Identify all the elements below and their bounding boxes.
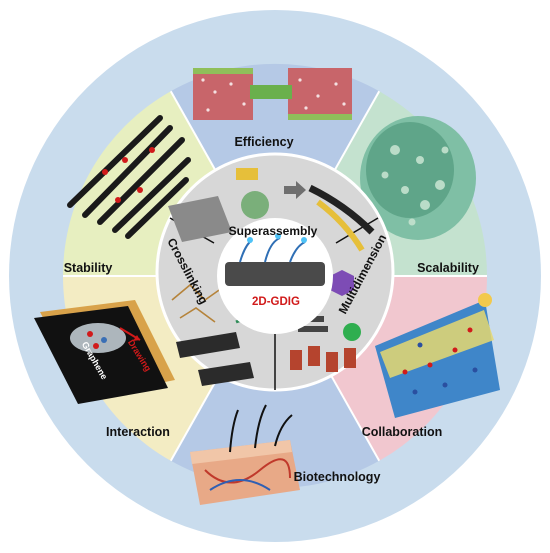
multidimension-illustration bbox=[290, 270, 361, 372]
collaboration-illustration bbox=[375, 293, 500, 418]
collaboration-label: Collaboration bbox=[362, 425, 443, 439]
interaction-label: Interaction bbox=[106, 425, 170, 439]
superassembly-illustration bbox=[168, 168, 375, 252]
stability-label: Stability bbox=[64, 261, 113, 275]
stability-illustration bbox=[67, 115, 191, 239]
biotechnology-label: Biotechnology bbox=[294, 470, 381, 484]
biotechnology-illustration bbox=[190, 404, 300, 505]
center-illustration bbox=[225, 233, 325, 286]
scalability-label: Scalability bbox=[417, 261, 479, 275]
interaction-illustration bbox=[34, 300, 175, 404]
superassembly-label: Superassembly bbox=[229, 224, 318, 238]
scalability-illustration bbox=[360, 116, 476, 240]
efficiency-label: Efficiency bbox=[234, 135, 293, 149]
efficiency-illustration bbox=[193, 68, 352, 120]
center-label: 2D-GDIG bbox=[252, 296, 300, 308]
